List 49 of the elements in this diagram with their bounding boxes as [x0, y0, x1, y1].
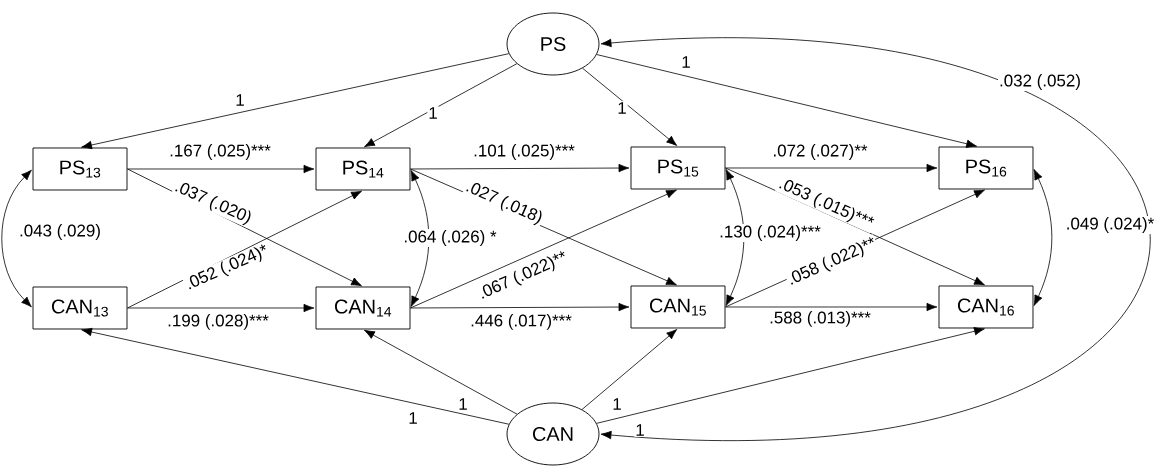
edge-label: .446 (.017)*** — [469, 313, 573, 331]
variable-box: PS$_{14}$ — [315, 147, 411, 191]
edge-label: 1 — [457, 397, 469, 411]
arrow — [725, 163, 938, 173]
arrow — [600, 38, 1151, 441]
arrow — [1, 169, 32, 308]
edge-label: 1 — [407, 411, 419, 425]
edge-label: 1 — [616, 101, 628, 115]
arrow — [410, 163, 630, 173]
arrow — [582, 67, 678, 146]
arrow — [725, 167, 985, 286]
arrow — [1033, 169, 1053, 306]
edge-label: .064 (.026) * — [402, 229, 498, 247]
edge-label: .049 (.024)* — [1064, 216, 1156, 234]
arrow — [581, 329, 678, 410]
edge-label: 1 — [634, 423, 646, 437]
arrow — [364, 329, 518, 415]
arrow — [127, 190, 362, 309]
edge-label: .199 (.028)*** — [166, 313, 270, 331]
arrow — [364, 63, 518, 148]
edge-label: 1 — [611, 397, 623, 411]
variable-box: PS$_{13}$ — [32, 147, 128, 191]
arrow — [81, 327, 510, 425]
edge-label: .032 (.052) — [998, 73, 1082, 91]
edge-label: .588 (.013)*** — [768, 310, 872, 328]
variable-box: CAN$_{16}$ — [938, 285, 1034, 329]
edge-label: .130 (.024)*** — [718, 224, 822, 242]
variable-box: CAN$_{14}$ — [315, 286, 411, 330]
arrow — [725, 169, 745, 306]
arrow — [725, 302, 938, 312]
arrow — [127, 303, 315, 313]
edge-label: 1 — [680, 55, 692, 69]
arrow — [596, 327, 985, 424]
variable-box: CAN$_{15}$ — [630, 285, 726, 329]
arrow — [410, 302, 630, 312]
edge-label: .043 (.029) — [18, 223, 102, 241]
variable-box: PS$_{16}$ — [938, 146, 1034, 190]
arrow — [127, 164, 315, 174]
edge-label: 1 — [234, 93, 246, 107]
arrow — [410, 189, 677, 309]
arrow — [410, 170, 430, 307]
edge-label: .167 (.025)*** — [168, 143, 272, 161]
edge-label: .072 (.027)** — [771, 143, 869, 161]
variable-box: PS$_{15}$ — [630, 146, 726, 190]
arrow — [81, 53, 510, 150]
variable-box: CAN$_{13}$ — [32, 286, 128, 330]
edge-label: .101 (.025)*** — [472, 143, 576, 161]
edge-label: 1 — [427, 106, 439, 120]
arrow — [596, 54, 977, 148]
